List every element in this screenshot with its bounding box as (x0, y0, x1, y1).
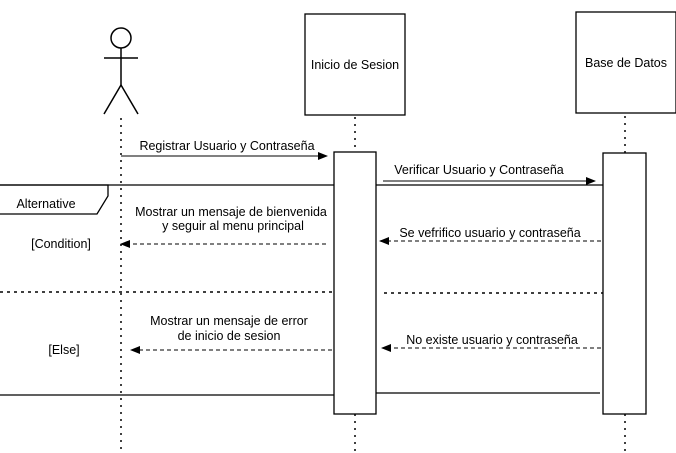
message-label-bienvenida-line1: Mostrar un mensaje de bienvenida (135, 205, 327, 219)
message-label-error-line2: de inicio de sesion (178, 329, 281, 343)
frame-tag (0, 184, 109, 215)
activation-base (602, 152, 647, 415)
actor-figure (103, 27, 139, 115)
lifeline-inicio-box (304, 13, 406, 116)
activation-inicio (333, 151, 377, 415)
frame-label: Alternative (16, 197, 75, 211)
lifeline-inicio-label: Inicio de Sesion (311, 58, 399, 72)
message-label-verificado: Se vefrifico usuario y contraseña (399, 226, 580, 240)
message-label-verificar: Verificar Usuario y Contraseña (394, 163, 564, 177)
message-label-no-existe: No existe usuario y contraseña (406, 333, 578, 347)
message-label-error-line1: Mostrar un mensaje de error (150, 314, 308, 328)
frame-else: [Else] (48, 343, 79, 357)
lifeline-base-label: Base de Datos (585, 56, 667, 70)
lifeline-base-box (575, 11, 676, 114)
message-label-bienvenida-line2: y seguir al menu principal (162, 219, 304, 233)
message-label-registrar: Registrar Usuario y Contraseña (139, 139, 314, 153)
frame-condition: [Condition] (31, 237, 91, 251)
